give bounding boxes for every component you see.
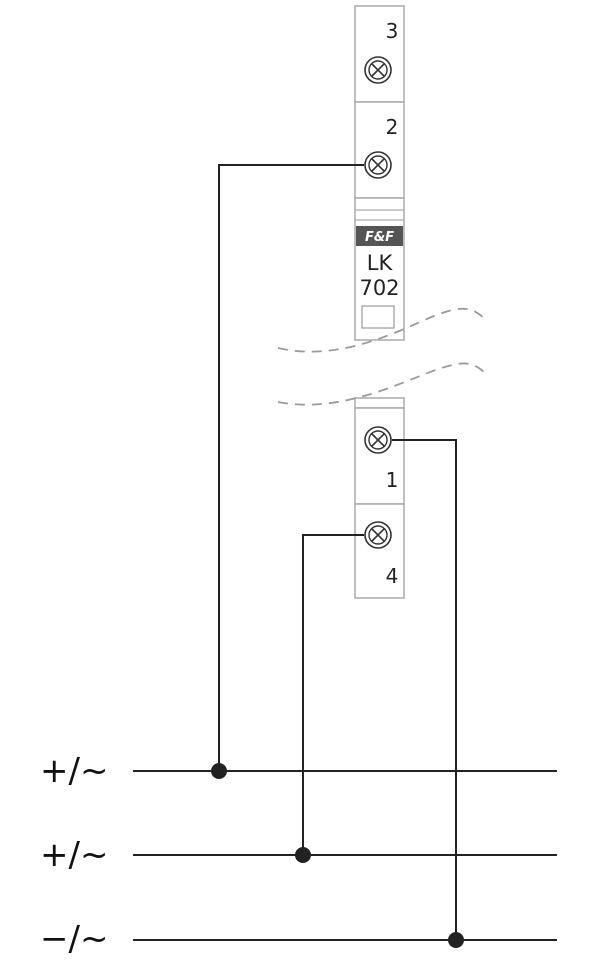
module-lower-stub bbox=[354, 397, 405, 409]
screw-terminal-2 bbox=[364, 151, 392, 179]
bus-label-2: +/~ bbox=[40, 835, 108, 875]
brand-logo-text: F&F bbox=[365, 230, 394, 245]
screw-cross bbox=[371, 158, 385, 172]
module-upper-top-cap bbox=[354, 5, 405, 103]
screw-terminal-1 bbox=[364, 426, 392, 454]
module-upper: F&F LK 702 bbox=[354, 5, 405, 341]
terminal-number-1: 1 bbox=[386, 468, 399, 492]
terminal-number-2: 2 bbox=[386, 115, 399, 139]
break-line-upper bbox=[277, 307, 485, 353]
screw-cross bbox=[371, 63, 385, 77]
junction-dot-bus-2 bbox=[295, 847, 311, 863]
screw-cross bbox=[371, 433, 385, 447]
module-lower bbox=[354, 397, 405, 599]
junction-dot-bus-3 bbox=[448, 932, 464, 948]
wire-terminal-1-to-bus-3 bbox=[392, 439, 457, 940]
screw-cross bbox=[371, 528, 385, 542]
module-lower-mid bbox=[354, 407, 405, 505]
wires bbox=[218, 164, 457, 940]
module-upper-mid bbox=[354, 101, 405, 199]
brand-logo: F&F bbox=[356, 226, 403, 246]
terminal-number-4: 4 bbox=[386, 564, 399, 588]
module-lower-bottom-cap bbox=[354, 503, 405, 599]
model-line-2: 702 bbox=[359, 276, 399, 300]
model-line-1: LK bbox=[367, 251, 394, 275]
bus-label-3: −/~ bbox=[40, 919, 108, 959]
wire-terminal-2-to-bus-1 bbox=[218, 164, 364, 771]
screw-terminal-3 bbox=[364, 56, 392, 84]
brand-logo-bg bbox=[356, 226, 403, 246]
bus-lines bbox=[133, 770, 557, 941]
break-lines bbox=[277, 307, 485, 406]
terminal-number-3: 3 bbox=[386, 19, 399, 43]
screw-terminal-4 bbox=[364, 521, 392, 549]
break-line-lower bbox=[277, 362, 485, 406]
indicator-window bbox=[361, 305, 395, 329]
bus-label-1: +/~ bbox=[40, 751, 108, 791]
wire-terminal-4-to-bus-2 bbox=[302, 534, 364, 855]
junction-dot-bus-1 bbox=[211, 763, 227, 779]
